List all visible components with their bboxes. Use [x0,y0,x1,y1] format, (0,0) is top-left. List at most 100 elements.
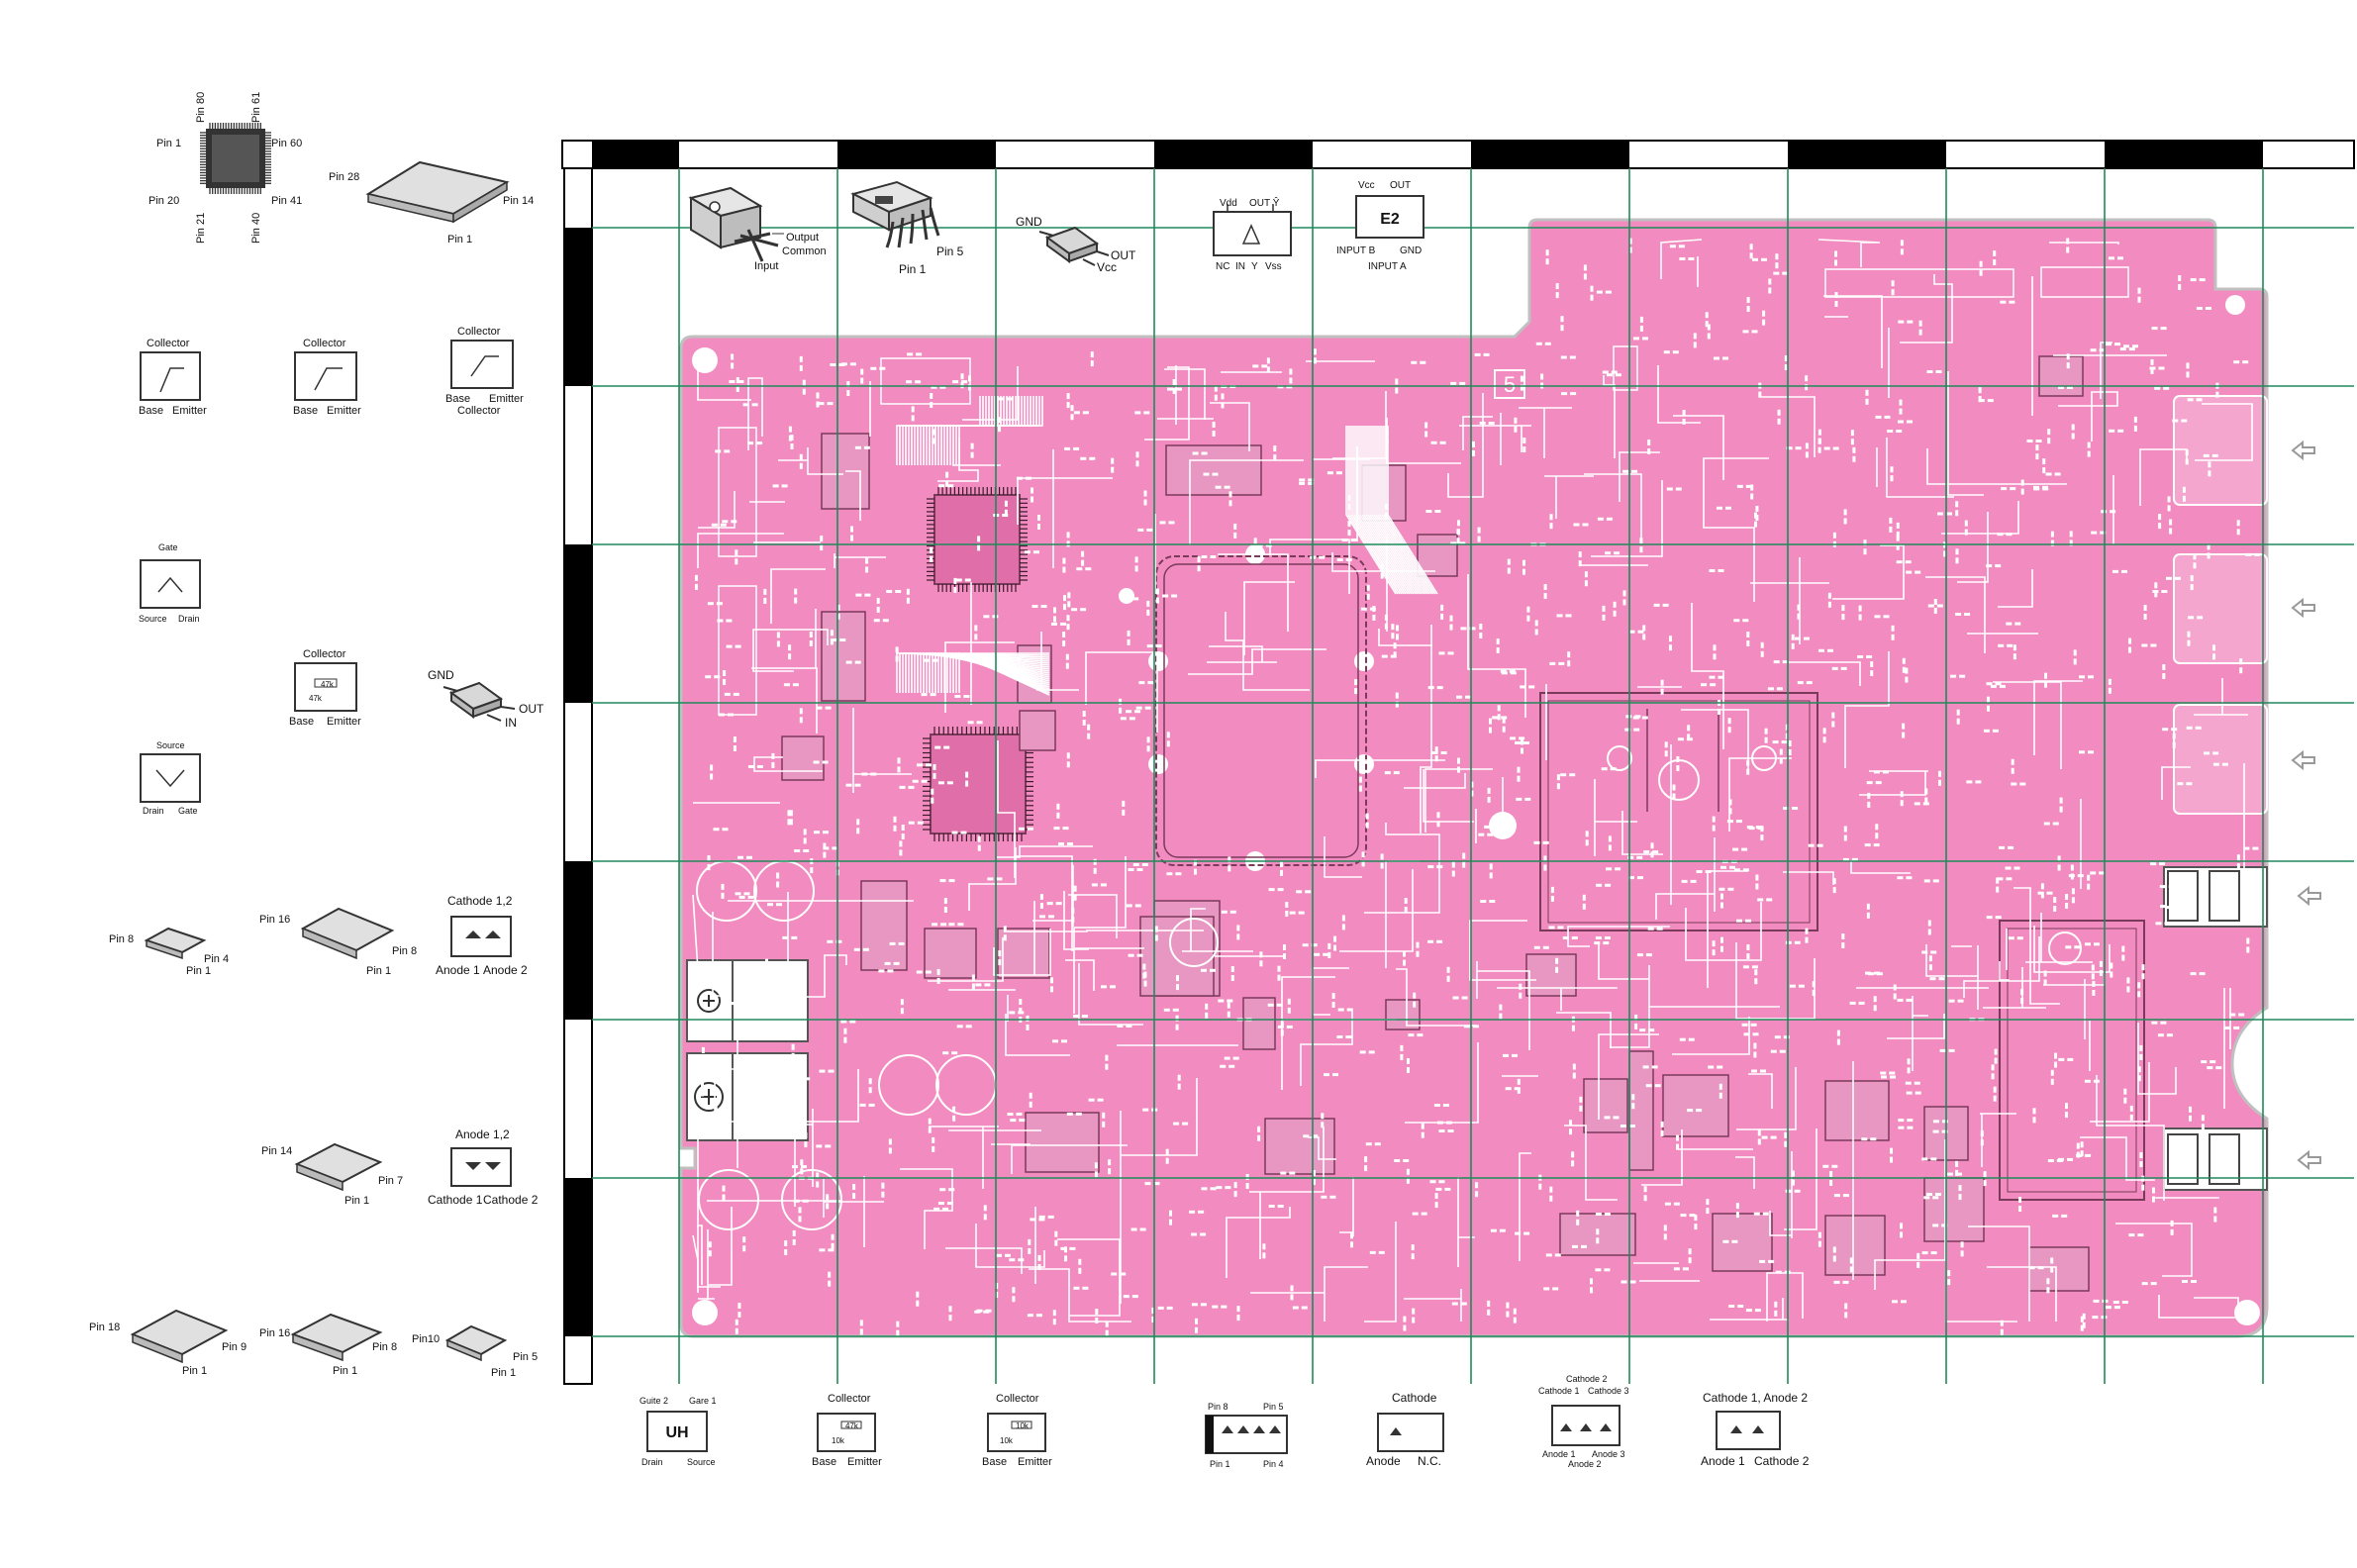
fet-a-gate: Gate [158,542,178,552]
label-input-b: INPUT B [1336,245,1376,256]
uh-drain: Drain [641,1457,663,1467]
triple-cathode2: Cathode 2 [1566,1374,1608,1384]
e2-name: E2 [1380,211,1400,228]
fet-b-gate: Gate [178,806,198,816]
so10-pin10: Pin10 [412,1333,440,1345]
cathode-top: Cathode [1392,1391,1437,1405]
board-marker-box [1494,369,1525,399]
bottom-parts: UH Guite 2 Gare 1 Drain Source Collector… [639,1374,1810,1469]
qfp-pin21: Pin 21 [195,213,207,244]
qfp-pin41: Pin 41 [271,195,302,207]
sot-b-base: Base [293,405,318,417]
label-common: Common [782,245,827,257]
label-out: OUT [1111,248,1136,262]
so18-pin18: Pin 18 [89,1322,120,1333]
q47-emitter: Emitter [847,1456,882,1468]
sot-r-47k: 47k [321,680,335,689]
qfp-pin1: Pin 1 [156,138,181,149]
diode-ca-body [450,1147,512,1187]
q47-body [817,1413,876,1452]
top-ruler [561,140,2355,169]
dual-anode1: Anode 1 [1701,1454,1745,1468]
so8-pin8: Pin 8 [109,933,134,945]
label-pin5: Pin 5 [936,245,964,258]
so16b-pin16: Pin 16 [259,1327,290,1339]
so8-pin1: Pin 1 [186,965,211,977]
sot-c-collector-bottom: Collector [457,405,501,417]
label-vdd: Vdd [1220,198,1237,209]
qfp-pin40: Pin 40 [250,213,262,244]
qfp-pin20: Pin 20 [148,195,179,207]
q10-emitter: Emitter [1018,1456,1052,1468]
qfp-pin80: Pin 80 [195,92,207,123]
label-output: Output [786,232,819,244]
right-connectors [2163,395,2268,1191]
cathode-nc: N.C. [1418,1454,1441,1468]
sot-r-base: Base [289,716,314,728]
triple-anode3: Anode 3 [1592,1449,1625,1459]
q10-body [987,1413,1046,1452]
so18-pin1: Pin 1 [182,1365,207,1377]
to220-package [688,186,784,262]
bridge-pin8: Pin 8 [1208,1402,1228,1412]
label-input: Input [754,260,778,272]
sot-r-emitter: Emitter [327,716,361,728]
label-vss: Vss [1265,261,1282,272]
reg-in: IN [505,716,517,730]
ic-packages [781,355,2090,1292]
diode-ca-cathode1: Cathode 1 [428,1193,483,1207]
diode-ca-cathode2: Cathode 2 [483,1193,539,1207]
label-vcc-e2: Vcc [1358,180,1375,191]
fet-b-body [140,753,201,803]
so10-pin1: Pin 1 [491,1367,516,1379]
fet-a-source: Source [139,614,167,624]
label-y: Y [1251,261,1258,272]
uh-gate2: Guite 2 [639,1396,668,1406]
sot-c-body [450,340,514,389]
q47-r2: 10k [832,1436,845,1445]
triple-anode1: Anode 1 [1542,1449,1576,1459]
qfp-pin61: Pin 61 [250,92,262,123]
fet-b-source: Source [156,740,185,750]
so14-pin1: Pin 1 [344,1195,369,1207]
diode-cc-anode1: Anode 1 [436,963,480,977]
cathode-anode: Anode [1366,1454,1401,1468]
uh-body [646,1411,708,1452]
sot-b-body [294,351,357,401]
board-marker: 5 [1504,372,1516,397]
sot-c-collector: Collector [457,326,501,338]
header-connectors [718,266,2129,716]
uh-name: UH [665,1424,688,1441]
sot-a-base: Base [139,405,163,417]
sop28-pin28: Pin 28 [329,171,359,183]
dual-cathode2: Cathode 2 [1754,1454,1810,1468]
bridge-pin1: Pin 1 [1210,1459,1230,1469]
qfp-pin60: Pin 60 [271,138,302,149]
sot-r-47k-2: 47k [309,694,323,703]
so16a-pin8: Pin 8 [392,945,417,957]
sop28-pin14: Pin 14 [503,195,534,207]
cathode-body [1377,1413,1444,1452]
sot5-body [1213,211,1292,256]
q10-r2: 10k [1000,1436,1014,1445]
so14-pin7: Pin 7 [378,1175,403,1187]
fet-b-drain: Drain [143,806,164,816]
capacitor-circles [696,745,2082,1230]
q47-r1: 47k [845,1421,859,1430]
label-nc: NC [1216,261,1229,272]
sot-c-base: Base [445,393,470,405]
so8-pin4: Pin 4 [204,953,229,965]
so14-pin14: Pin 14 [261,1145,292,1157]
label-gnd-e2: GND [1400,245,1422,256]
triple-cathode3: Cathode 3 [1588,1386,1629,1396]
so16a-pin16: Pin 16 [259,914,290,926]
q10-base: Base [982,1456,1007,1468]
bridge-pin4: Pin 4 [1263,1459,1284,1469]
dual-body [1716,1411,1781,1450]
left-parts: Pin 1 Pin 20 Pin 60 Pin 41 Pin 80 Pin 61… [89,92,544,1379]
q10-r1: 10k [1016,1421,1030,1430]
diode-cc-cathode: Cathode 1,2 [447,894,513,908]
label-in: IN [1235,261,1245,272]
diode-ca-anode: Anode 1,2 [455,1127,510,1141]
